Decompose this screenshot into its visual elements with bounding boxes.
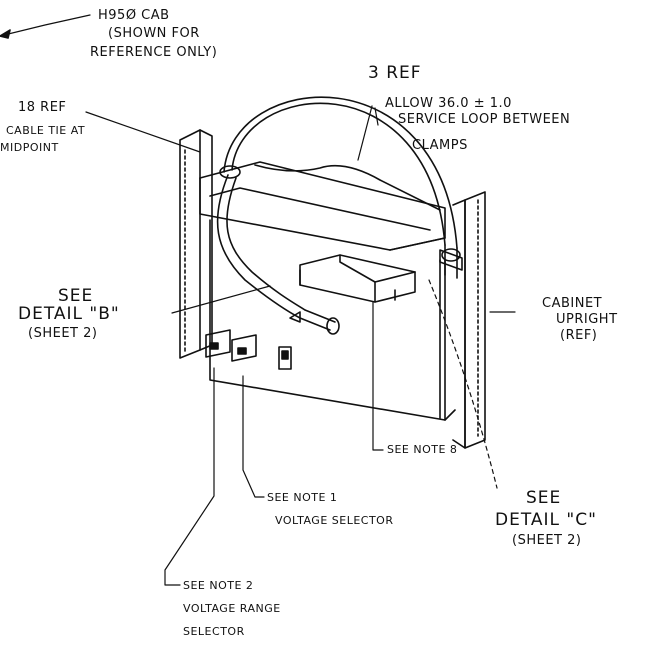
detail-c-line1: SEE — [526, 488, 562, 508]
service-loop-line2: SERVICE LOOP BETWEEN — [398, 112, 571, 127]
note1-line2: VOLTAGE SELECTOR — [275, 514, 394, 527]
cabinet-upright-line3: (REF) — [560, 328, 598, 343]
service-loop-cable — [216, 96, 458, 331]
note8-label: SEE NOTE 8 — [387, 443, 458, 456]
leader-lines — [0, 14, 516, 586]
note2-line1: SEE NOTE 2 — [183, 579, 254, 592]
detail-b-line2: DETAIL "B" — [18, 304, 120, 324]
note1-line1: SEE NOTE 1 — [267, 491, 338, 504]
cab-callout-line1: H95Ø CAB — [98, 8, 170, 23]
detail-b-line3: (SHEET 2) — [28, 326, 98, 341]
service-loop-line3: CLAMPS — [412, 138, 468, 153]
panel-box — [199, 161, 456, 421]
left-upright — [179, 129, 213, 359]
cable-tie-line1: 18 REF — [18, 100, 67, 115]
service-loop-line1: ALLOW 36.0 ± 1.0 — [385, 96, 512, 111]
switch-boxes — [205, 329, 292, 370]
cab-callout-line2: (SHOWN FOR — [108, 26, 200, 41]
detail-c-line2: DETAIL "C" — [495, 510, 597, 530]
cabinet-upright-line2: UPRIGHT — [556, 312, 618, 327]
detail-c-line3: (SHEET 2) — [512, 533, 582, 548]
cab-callout-line3: REFERENCE ONLY) — [90, 45, 218, 60]
right-upright — [452, 191, 486, 449]
cable-tie-line3: MIDPOINT — [0, 141, 59, 154]
channel — [299, 254, 416, 303]
detail-b-line1: SEE — [58, 286, 94, 306]
cabinet-upright-line1: CABINET — [542, 296, 603, 311]
clamps — [219, 165, 463, 271]
cab-arrow — [0, 29, 11, 39]
cable-connector — [289, 311, 340, 335]
note2-line2: VOLTAGE RANGE — [183, 602, 281, 615]
cable-tie-line2: CABLE TIE AT — [6, 124, 86, 137]
note2-line3: SELECTOR — [183, 625, 245, 638]
ref3-label: 3 REF — [368, 63, 422, 83]
